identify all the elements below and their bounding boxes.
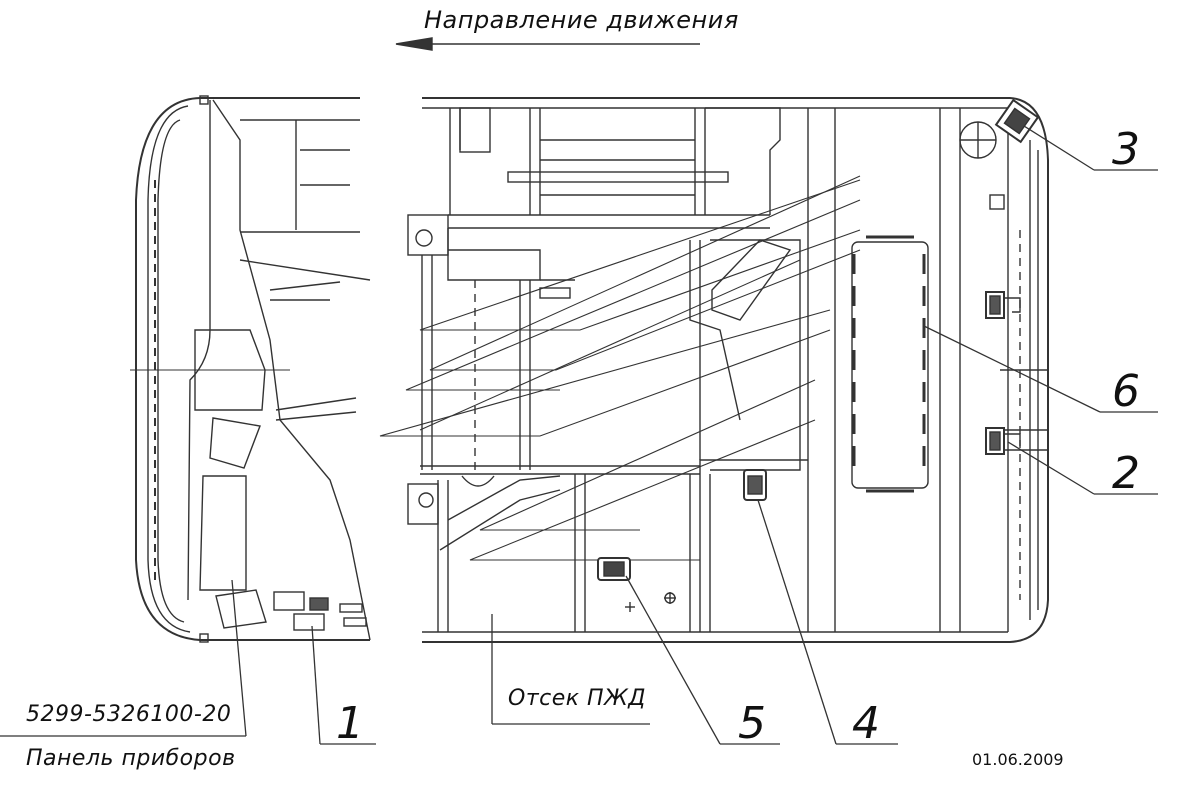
part-name: Панель приборов [26, 746, 236, 771]
direction-arrow [395, 37, 700, 51]
drawing-date: 01.06.2009 [972, 750, 1064, 769]
rear-body-section [407, 97, 1049, 643]
front-cab-section [130, 95, 371, 643]
callout-5: 5 [738, 698, 766, 749]
callout-6: 6 [1112, 366, 1140, 417]
component-3-device [994, 98, 1040, 144]
component-5-device [597, 557, 631, 581]
callout-3: 3 [1112, 124, 1140, 175]
callout-4: 4 [852, 698, 880, 749]
callout-1: 1 [336, 698, 364, 749]
leader-lines [0, 125, 1158, 745]
component-6-lamp [851, 235, 929, 493]
component-2-device [985, 291, 1021, 455]
direction-label: Направление движения [424, 6, 739, 34]
callout-2: 2 [1112, 448, 1140, 499]
component-4-device [743, 469, 767, 501]
interior-sweep-lines [379, 175, 861, 561]
compartment-label: Отсек ПЖД [508, 686, 646, 711]
part-number: 5299-5326100-20 [26, 702, 232, 727]
